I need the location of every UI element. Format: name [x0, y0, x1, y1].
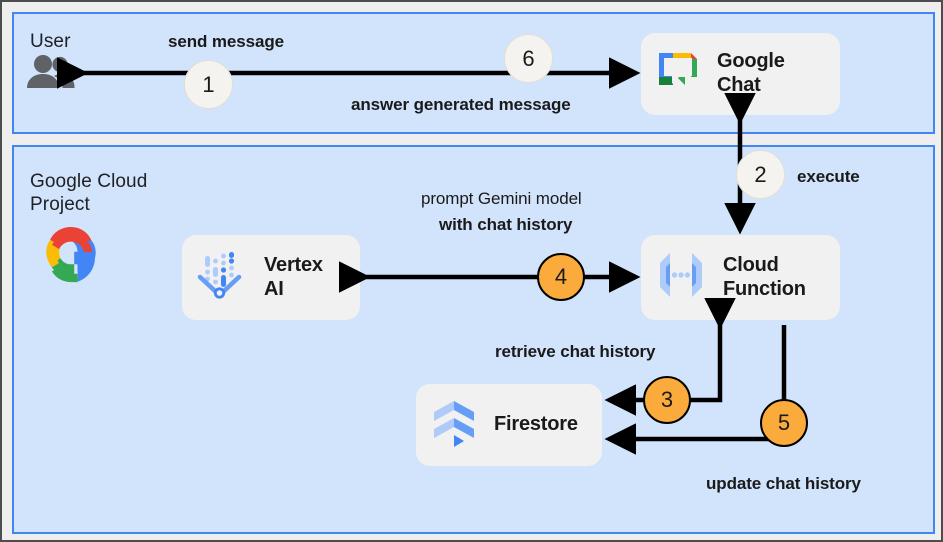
firestore-icon [428, 397, 480, 454]
node-cloud-function-label: Cloud Function [723, 253, 806, 300]
step-badge-6: 6 [504, 34, 553, 83]
vertex-ai-icon [194, 247, 250, 308]
step-badge-4: 4 [537, 253, 585, 301]
node-firestore-label: Firestore [494, 413, 578, 436]
cloud-function-icon [653, 249, 709, 306]
google-chat-icon [653, 47, 703, 102]
people-icon [26, 55, 78, 94]
edge-label-answer-generated-message: answer generated message [351, 95, 571, 114]
node-google-chat[interactable]: Google Chat [641, 33, 840, 115]
step-badge-5: 5 [760, 399, 808, 447]
edge-label-prompt-gemini-model: prompt Gemini model [421, 189, 582, 208]
node-google-chat-label: Google Chat [717, 50, 785, 96]
edge-label-update-chat-history: update chat history [706, 474, 861, 493]
node-vertex-ai-label: Vertex AI [264, 253, 323, 300]
node-vertex-ai[interactable]: Vertex AI [182, 235, 360, 320]
step-badge-1: 1 [184, 60, 233, 109]
panel-user-title: User [30, 31, 71, 52]
edge-label-retrieve-chat-history: retrieve chat history [495, 342, 656, 361]
edge-label-execute: execute [797, 167, 860, 186]
step-badge-2: 2 [736, 150, 785, 199]
node-cloud-function[interactable]: Cloud Function [641, 235, 840, 320]
edge-label-with-chat-history: with chat history [439, 215, 573, 234]
node-firestore[interactable]: Firestore [416, 384, 602, 466]
step-badge-3: 3 [643, 376, 691, 424]
edge-label-send-message: send message [168, 32, 284, 51]
google-cloud-logo [36, 224, 106, 293]
panel-gcp-title: Google Cloud Project [30, 171, 148, 216]
